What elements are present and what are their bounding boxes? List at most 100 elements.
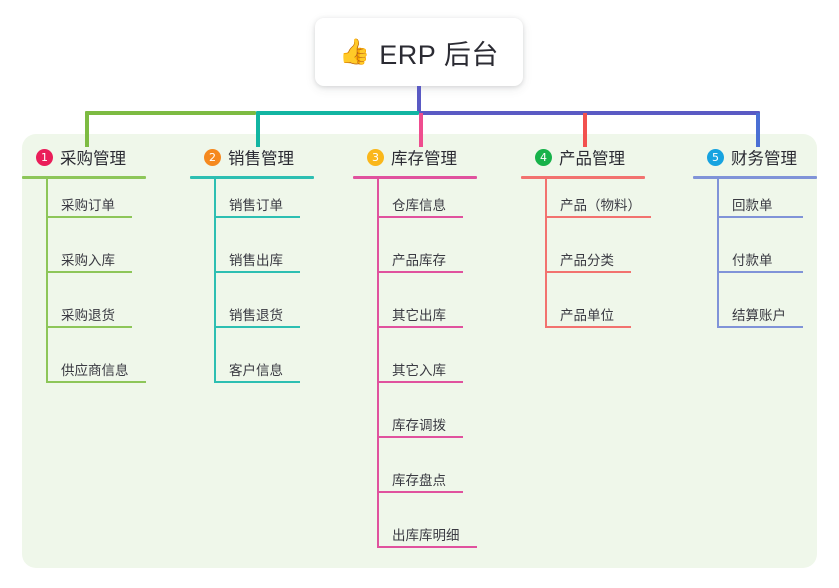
- branch-badge-finance: 5: [707, 148, 724, 166]
- branch-header-purchase[interactable]: 1 采购管理: [22, 145, 146, 169]
- branch-title-purchase: 采购管理: [60, 150, 126, 168]
- leaf-item-label: 其它出库: [392, 308, 446, 323]
- branch-items-product: 产品（物料） 产品分类产品单位: [521, 179, 651, 344]
- leaf-item-underline: [545, 216, 651, 218]
- leaf-item[interactable]: 产品库存: [353, 234, 477, 289]
- branch-items-inventory: 仓库信息产品库存其它出库其它入库库存调拨库存盘点出库库明细: [353, 179, 477, 564]
- branch-spine-purchase: [46, 179, 48, 383]
- leaf-item-label: 销售退货: [229, 308, 283, 323]
- leaf-item[interactable]: 其它入库: [353, 344, 477, 399]
- leaf-item-label: 销售出库: [229, 253, 283, 268]
- thumbs-up-icon: 👍: [339, 37, 371, 66]
- leaf-item-underline: [46, 381, 146, 383]
- leaf-item-label: 采购订单: [61, 198, 115, 213]
- branch-column-sales: 2 销售管理销售订单销售出库销售退货客户信息: [190, 145, 314, 399]
- branch-column-inventory: 3 库存管理仓库信息产品库存其它出库其它入库库存调拨库存盘点出库库明细: [353, 145, 477, 564]
- drop-purchase: [85, 113, 89, 147]
- leaf-item-underline: [545, 271, 631, 273]
- leaf-item[interactable]: 销售退货: [190, 289, 314, 344]
- segment-teal: [256, 111, 419, 115]
- branch-column-purchase: 1 采购管理采购订单采购入库采购退货供应商信息: [22, 145, 146, 399]
- branch-spine-inventory: [377, 179, 379, 548]
- branch-title-inventory: 库存管理: [391, 150, 457, 168]
- branch-badge-purchase: 1: [36, 148, 53, 166]
- root-stem-connector: [417, 86, 421, 113]
- leaf-item[interactable]: 客户信息: [190, 344, 314, 399]
- branch-underline-inventory: [353, 176, 477, 179]
- leaf-item-label: 产品单位: [560, 308, 614, 323]
- leaf-item[interactable]: 库存调拨: [353, 399, 477, 454]
- root-node-label: ERP 后台: [379, 39, 499, 70]
- branch-underline-finance: [693, 176, 817, 179]
- leaf-item-label: 采购入库: [61, 253, 115, 268]
- leaf-item-underline: [717, 326, 803, 328]
- branch-spine-finance: [717, 179, 719, 328]
- drop-sales: [256, 113, 260, 147]
- leaf-item[interactable]: 采购入库: [22, 234, 146, 289]
- leaf-item-underline: [46, 271, 132, 273]
- leaf-item[interactable]: 出库库明细: [353, 509, 477, 564]
- leaf-item-underline: [46, 326, 132, 328]
- leaf-item[interactable]: 产品（物料）: [521, 179, 651, 234]
- drop-inventory: [419, 113, 423, 147]
- leaf-item[interactable]: 回款单: [693, 179, 817, 234]
- segment-purple: [419, 111, 760, 115]
- leaf-item-label: 产品（物料）: [560, 198, 641, 213]
- leaf-item-underline: [214, 381, 300, 383]
- leaf-item-label: 销售订单: [229, 198, 283, 213]
- branch-header-inventory[interactable]: 3 库存管理: [353, 145, 477, 169]
- branch-badge-inventory: 3: [367, 148, 384, 166]
- leaf-item-underline: [214, 216, 300, 218]
- branch-items-purchase: 采购订单采购入库采购退货供应商信息: [22, 179, 146, 399]
- leaf-item[interactable]: 产品单位: [521, 289, 645, 344]
- leaf-item-label: 产品库存: [392, 253, 446, 268]
- leaf-item[interactable]: 销售订单: [190, 179, 314, 234]
- leaf-item-label: 采购退货: [61, 308, 115, 323]
- leaf-item-underline: [377, 381, 463, 383]
- branch-title-sales: 销售管理: [228, 150, 294, 168]
- leaf-item[interactable]: 库存盘点: [353, 454, 477, 509]
- leaf-item[interactable]: 其它出库: [353, 289, 477, 344]
- branch-header-sales[interactable]: 2 销售管理: [190, 145, 314, 169]
- leaf-item[interactable]: 付款单: [693, 234, 817, 289]
- leaf-item-label: 付款单: [732, 253, 773, 268]
- branch-badge-sales: 2: [204, 148, 221, 166]
- leaf-item[interactable]: 仓库信息: [353, 179, 477, 234]
- leaf-item-label: 供应商信息: [61, 363, 129, 378]
- leaf-item-underline: [545, 326, 631, 328]
- diagram-panel: [22, 134, 817, 568]
- leaf-item[interactable]: 采购退货: [22, 289, 146, 344]
- leaf-item[interactable]: 结算账户: [693, 289, 817, 344]
- leaf-item-underline: [214, 326, 300, 328]
- leaf-item-underline: [377, 271, 463, 273]
- leaf-item[interactable]: 采购订单: [22, 179, 146, 234]
- leaf-item-underline: [717, 216, 803, 218]
- root-node[interactable]: 👍 ERP 后台: [315, 18, 523, 86]
- leaf-item-label: 出库库明细: [392, 528, 460, 543]
- leaf-item-underline: [377, 491, 463, 493]
- leaf-item-label: 产品分类: [560, 253, 614, 268]
- branch-spine-product: [545, 179, 547, 328]
- branch-badge-product: 4: [535, 148, 552, 166]
- branch-underline-product: [521, 176, 645, 179]
- leaf-item[interactable]: 供应商信息: [22, 344, 146, 399]
- leaf-item-label: 其它入库: [392, 363, 446, 378]
- leaf-item[interactable]: 产品分类: [521, 234, 645, 289]
- drop-finance: [756, 113, 760, 147]
- leaf-item-underline: [717, 271, 803, 273]
- leaf-item[interactable]: 销售出库: [190, 234, 314, 289]
- leaf-item-label: 回款单: [732, 198, 773, 213]
- branch-spine-sales: [214, 179, 216, 383]
- branch-underline-purchase: [22, 176, 146, 179]
- leaf-item-underline: [46, 216, 132, 218]
- leaf-item-label: 仓库信息: [392, 198, 446, 213]
- leaf-item-label: 库存盘点: [392, 473, 446, 488]
- branch-items-sales: 销售订单销售出库销售退货客户信息: [190, 179, 314, 399]
- leaf-item-label: 结算账户: [732, 308, 786, 323]
- leaf-item-label: 库存调拨: [392, 418, 446, 433]
- branch-items-finance: 回款单付款单结算账户: [693, 179, 817, 344]
